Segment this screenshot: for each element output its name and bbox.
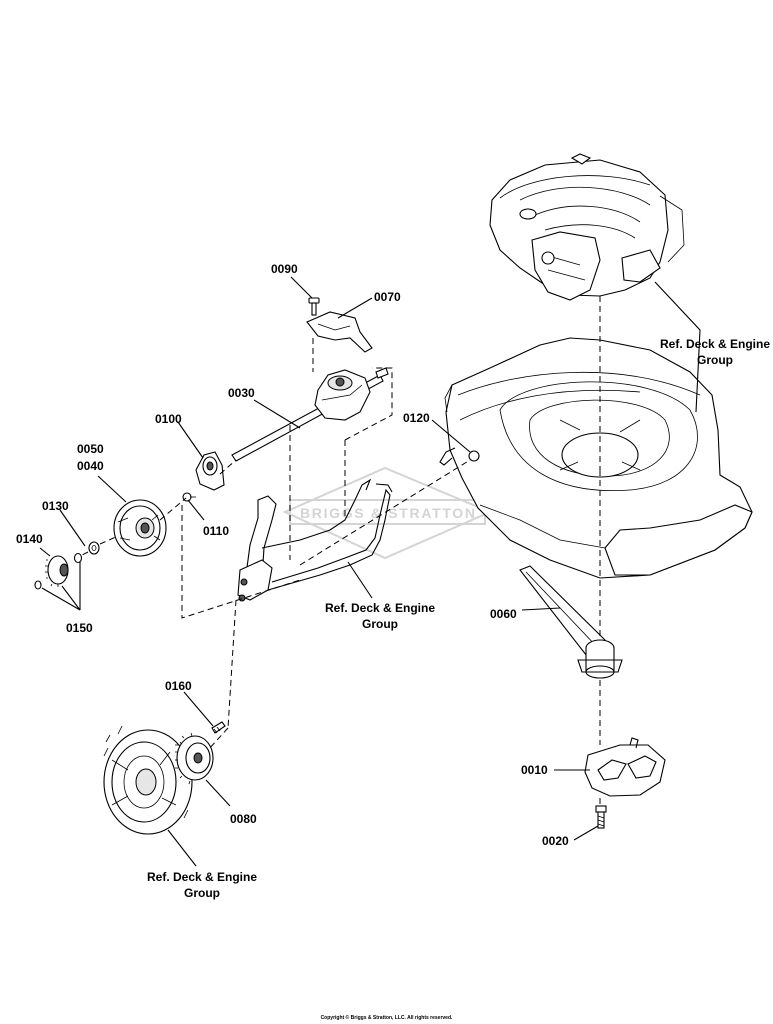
leader-lines (39, 276, 701, 867)
part-label-0060: 0060 (490, 607, 517, 621)
part-label-0080: 0080 (230, 812, 257, 826)
copyright-notice: Copyright © Briggs & Stratton, LLC. All … (320, 1015, 453, 1021)
pulley-0040-illustration (113, 499, 167, 557)
blade-adapter-0010-illustration (584, 737, 666, 797)
washer-0130-illustration (88, 541, 100, 555)
part-label-0130: 0130 (42, 499, 69, 513)
ref-engine-group: Ref. Deck & Engine Group (655, 336, 773, 368)
part-label-0100: 0100 (155, 412, 182, 426)
pinion-gear-0140-illustration (45, 555, 69, 587)
part-label-0010: 0010 (521, 763, 548, 777)
ref-wheel-line1: Ref. Deck & Engine (146, 870, 258, 884)
brand-watermark-logo: BRIGGS & STRATTON (282, 466, 493, 560)
ref-handle-line2: Group (362, 617, 398, 631)
part-label-0110: 0110 (203, 524, 230, 538)
part-label-0140: 0140 (16, 532, 43, 546)
bracket-0070-illustration (306, 311, 373, 353)
assembly-lines (79, 296, 601, 806)
part-label-0040: 0040 (77, 459, 104, 473)
ref-wheel-group: Ref. Deck & Engine Group (140, 869, 264, 901)
ref-engine-line1: Ref. Deck & Engine (659, 337, 771, 351)
engine-illustration (489, 153, 685, 301)
ref-handle-group: Ref. Deck & Engine Group (318, 600, 442, 632)
ref-engine-line2: Group (697, 353, 733, 367)
part-label-0030: 0030 (228, 386, 255, 400)
part-label-0020: 0020 (542, 834, 569, 848)
drive-gear-0080-illustration (175, 732, 214, 785)
part-label-0120: 0120 (403, 411, 430, 425)
fitting-0120-illustration (439, 447, 480, 466)
belt-0060-illustration (519, 565, 623, 679)
bolt-0090-illustration (308, 297, 320, 316)
bolt-0020-illustration (595, 805, 607, 829)
mower-deck-illustration (444, 337, 753, 579)
drive-handle-illustration (237, 478, 393, 602)
watermark-text: BRIGGS & STRATTON (300, 505, 475, 521)
part-label-0160: 0160 (165, 679, 192, 693)
bushing-0100-illustration (195, 451, 225, 491)
ref-handle-line1: Ref. Deck & Engine (324, 601, 436, 615)
part-label-0150: 0150 (66, 621, 93, 635)
part-label-0050: 0050 (77, 442, 104, 456)
transmission-0030-illustration (231, 367, 389, 462)
part-label-0090: 0090 (271, 262, 298, 276)
screw-0160-illustration (211, 721, 226, 734)
wheel-illustration (103, 725, 193, 835)
clip-0150-illustration (34, 552, 83, 590)
ref-wheel-line2: Group (184, 886, 220, 900)
screw-0110-illustration (182, 492, 196, 502)
part-label-0070: 0070 (374, 290, 401, 304)
